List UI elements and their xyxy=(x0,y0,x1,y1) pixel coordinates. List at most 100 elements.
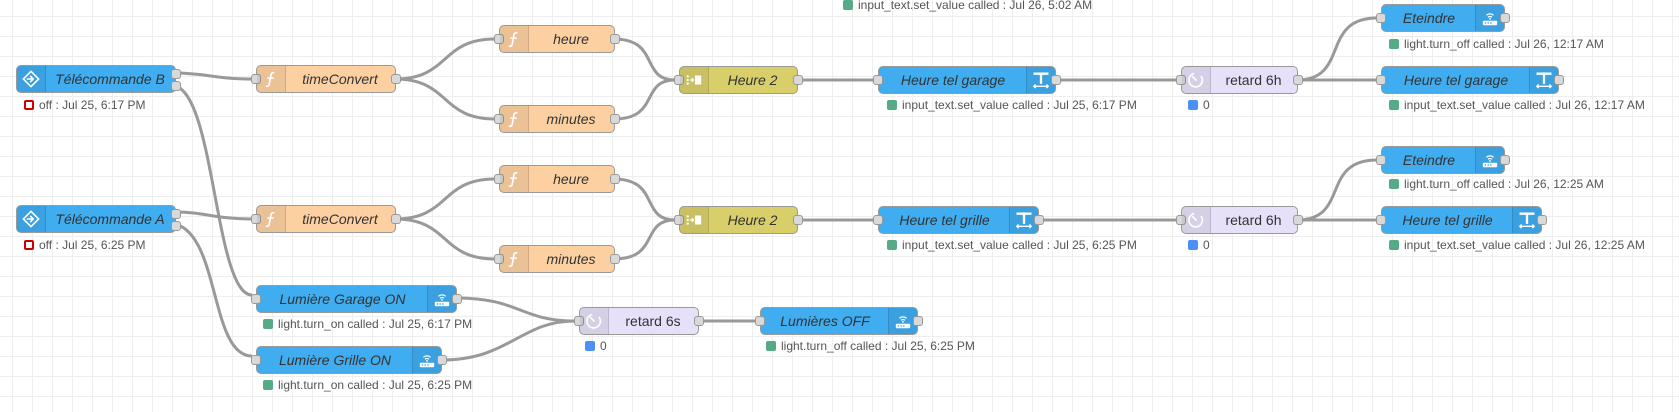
node-heure-tel-grille-2[interactable]: Heure tel grille xyxy=(1376,206,1547,234)
node-minutes-a[interactable]: minutes xyxy=(494,245,620,273)
node-icon xyxy=(1475,147,1504,173)
output-port[interactable] xyxy=(1034,215,1044,225)
input-port[interactable] xyxy=(1376,75,1386,85)
wire[interactable] xyxy=(174,210,253,221)
wire[interactable] xyxy=(394,217,496,261)
output-port[interactable] xyxy=(913,316,923,326)
node-timeconvert-b[interactable]: timeConvert xyxy=(251,65,401,93)
node-heure2-b[interactable]: Heure 2 xyxy=(674,66,803,94)
function-icon xyxy=(505,250,523,268)
wire[interactable] xyxy=(613,218,676,261)
output-port[interactable] xyxy=(1500,13,1510,23)
node-icon xyxy=(680,67,709,93)
node-status: input_text.set_value called : Jul 25, 6:… xyxy=(887,98,1137,112)
input-port[interactable] xyxy=(574,316,584,326)
wire[interactable] xyxy=(440,319,576,362)
output-port[interactable] xyxy=(437,355,447,365)
input-port[interactable] xyxy=(1376,13,1386,23)
wire[interactable] xyxy=(613,37,676,82)
wire[interactable] xyxy=(613,177,676,222)
output-port[interactable] xyxy=(610,114,620,124)
wire[interactable] xyxy=(174,71,253,81)
node-lumiere-garage-on[interactable]: Lumière Garage ON xyxy=(251,285,462,313)
node-telecommande-a[interactable]: Télécommande A xyxy=(16,205,181,233)
input-port[interactable] xyxy=(251,355,261,365)
output-port[interactable] xyxy=(171,209,181,219)
input-port[interactable] xyxy=(251,74,261,84)
node-retard-6h-b[interactable]: retard 6h xyxy=(1176,66,1303,94)
node-icon xyxy=(257,206,286,232)
input-port[interactable] xyxy=(494,174,504,184)
node-lumieres-off[interactable]: Lumières OFF xyxy=(755,307,923,335)
wire[interactable] xyxy=(394,177,496,221)
input-port[interactable] xyxy=(494,114,504,124)
input-port[interactable] xyxy=(674,215,684,225)
node-retard-6s[interactable]: retard 6s xyxy=(574,307,704,335)
input-port[interactable] xyxy=(755,316,765,326)
node-heure-tel-garage[interactable]: Heure tel garage xyxy=(873,66,1061,94)
wire[interactable] xyxy=(174,222,253,358)
output-port[interactable] xyxy=(171,221,181,231)
node-heure2-a[interactable]: Heure 2 xyxy=(674,206,803,234)
output-port[interactable] xyxy=(1051,75,1061,85)
output-port[interactable] xyxy=(1293,215,1303,225)
node-lumiere-grille-on[interactable]: Lumière Grille ON xyxy=(251,346,447,374)
output-port[interactable] xyxy=(171,81,181,91)
output-port[interactable] xyxy=(1293,75,1303,85)
output-port[interactable] xyxy=(391,214,401,224)
node-heure-tel-grille[interactable]: Heure tel grille xyxy=(873,206,1044,234)
node-telecommande-b[interactable]: Télécommande B xyxy=(16,65,181,93)
output-port[interactable] xyxy=(1537,215,1547,225)
node-minutes-b[interactable]: minutes xyxy=(494,105,620,133)
status-dot xyxy=(1389,240,1399,250)
output-port[interactable] xyxy=(610,254,620,264)
timer-icon xyxy=(1187,211,1205,229)
output-port[interactable] xyxy=(452,294,462,304)
input-port[interactable] xyxy=(494,254,504,264)
input-port[interactable] xyxy=(1376,155,1386,165)
node-heure-b[interactable]: heure xyxy=(494,25,620,53)
node-timeconvert-a[interactable]: timeConvert xyxy=(251,205,401,233)
output-port[interactable] xyxy=(171,69,181,79)
node-label: retard 6h xyxy=(1225,212,1282,228)
input-port[interactable] xyxy=(674,75,684,85)
node-label: Télécommande A xyxy=(55,211,165,227)
input-port[interactable] xyxy=(494,34,504,44)
text-input-icon xyxy=(1518,211,1536,229)
node-heure-tel-garage-2[interactable]: Heure tel garage xyxy=(1376,66,1564,94)
output-port[interactable] xyxy=(1554,75,1564,85)
wire[interactable] xyxy=(394,77,496,121)
input-port[interactable] xyxy=(873,215,883,225)
wire[interactable] xyxy=(394,37,496,81)
output-port[interactable] xyxy=(610,34,620,44)
output-port[interactable] xyxy=(793,215,803,225)
output-port[interactable] xyxy=(610,174,620,184)
wire[interactable] xyxy=(174,84,253,297)
input-port[interactable] xyxy=(1176,75,1186,85)
join-icon xyxy=(685,211,703,229)
timer-icon xyxy=(585,312,603,330)
output-port[interactable] xyxy=(391,74,401,84)
node-icon xyxy=(500,166,529,192)
input-port[interactable] xyxy=(251,294,261,304)
node-eteindre-a[interactable]: Eteindre xyxy=(1376,146,1510,174)
input-port[interactable] xyxy=(251,214,261,224)
input-port[interactable] xyxy=(1176,215,1186,225)
output-port[interactable] xyxy=(694,316,704,326)
output-port[interactable] xyxy=(793,75,803,85)
wire[interactable] xyxy=(455,296,576,323)
node-heure-a[interactable]: heure xyxy=(494,165,620,193)
node-label: timeConvert xyxy=(302,211,378,227)
node-retard-6h-a[interactable]: retard 6h xyxy=(1176,206,1303,234)
output-port[interactable] xyxy=(1500,155,1510,165)
wire[interactable] xyxy=(1296,16,1378,82)
node-label: minutes xyxy=(546,251,596,267)
node-eteindre-b[interactable]: Eteindre xyxy=(1376,4,1510,32)
node-label: minutes xyxy=(546,111,596,127)
status-text: input_text.set_value called : Jul 25, 6:… xyxy=(902,238,1137,252)
wire[interactable] xyxy=(613,78,676,121)
wire[interactable] xyxy=(1296,158,1378,222)
input-port[interactable] xyxy=(873,75,883,85)
input-port[interactable] xyxy=(1376,215,1386,225)
